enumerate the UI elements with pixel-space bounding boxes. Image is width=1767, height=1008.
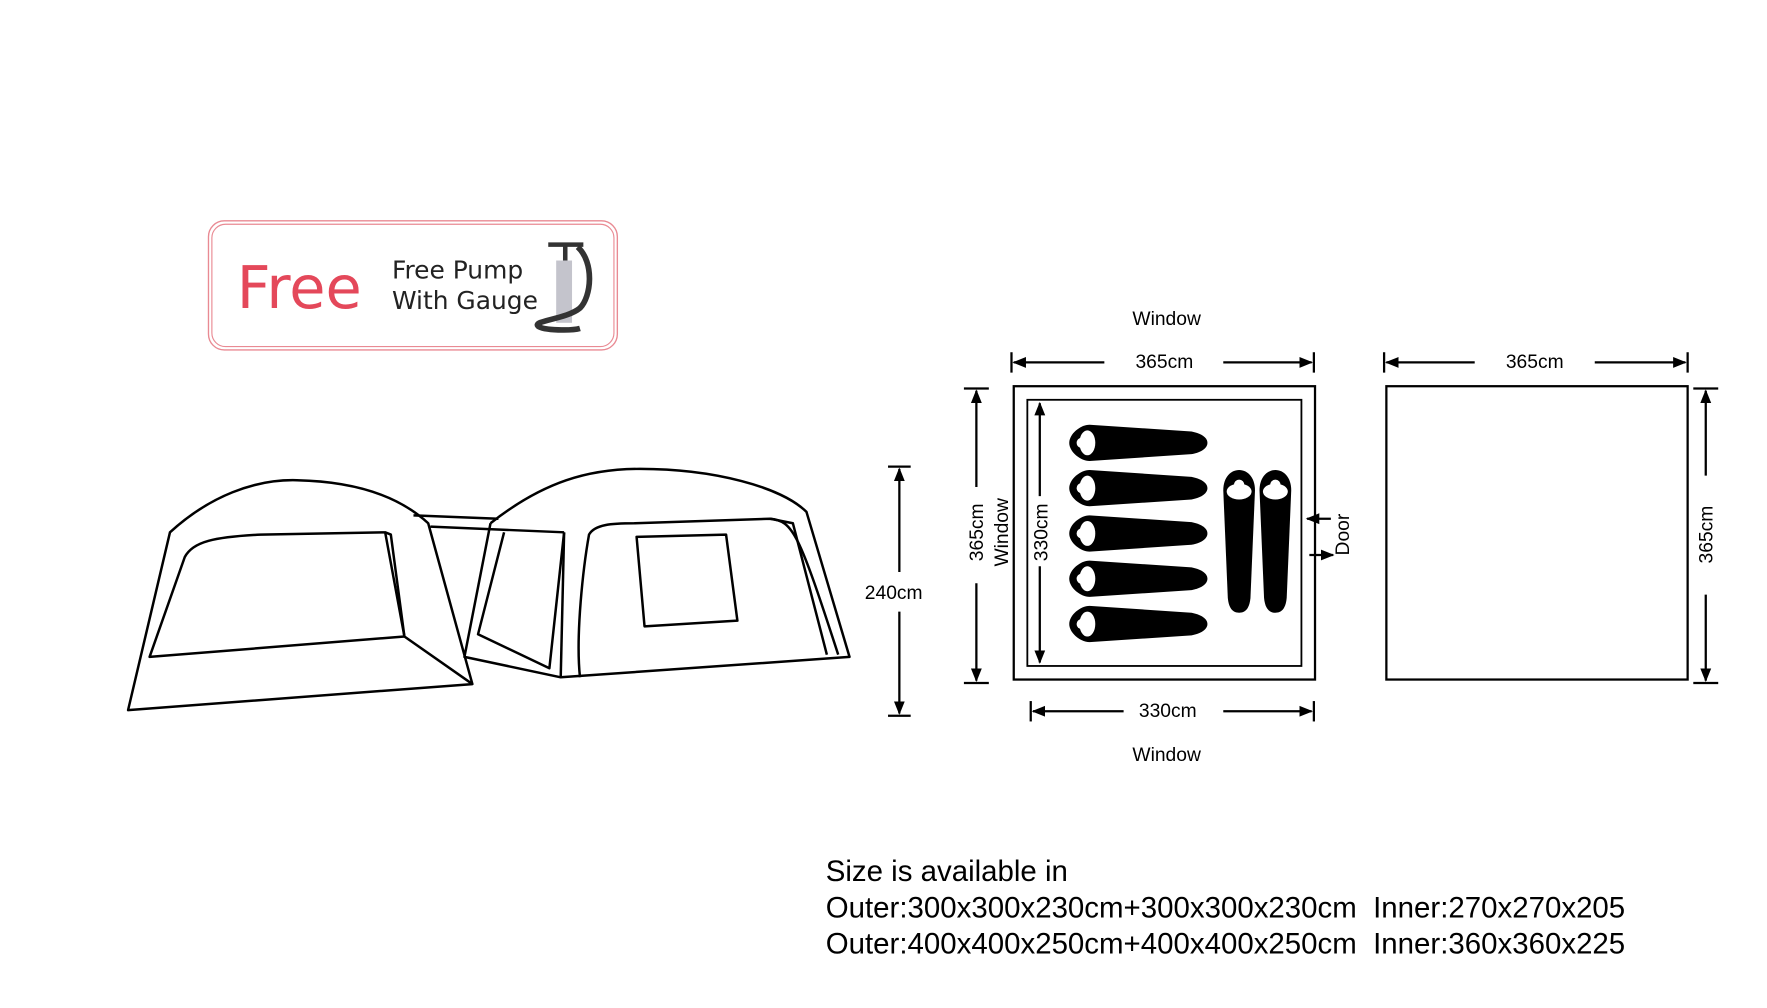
- free-badge: Free: [237, 253, 362, 322]
- outer-depth-label: 365cm: [967, 503, 988, 561]
- air-pump-icon: [534, 242, 593, 333]
- tent-illustration: [126, 467, 851, 712]
- window-bottom-label: Window: [1132, 745, 1201, 766]
- floor-plan-inner: Window 365cm 365cm Window 330cm Door 330…: [963, 309, 1354, 766]
- size-info: Size is available in Outer:300x300x230cm…: [826, 855, 1625, 960]
- second-depth-label: 365cm: [1697, 506, 1718, 564]
- sleeping-bag-icon: [1069, 560, 1208, 597]
- window-top-label: Window: [1132, 309, 1201, 330]
- outer-width-label: 365cm: [1135, 352, 1193, 373]
- door-label: Door: [1333, 513, 1354, 555]
- floor-plan-outer: 365cm 365cm: [1382, 352, 1719, 685]
- size-heading: Size is available in: [826, 855, 1068, 888]
- height-dimension: 240cm: [865, 465, 923, 717]
- window-left-label: Window: [992, 498, 1013, 567]
- sleeping-bag-icon: [1069, 424, 1208, 461]
- size-row: Outer:300x300x230cm+300x300x230cm Inner:…: [826, 891, 1625, 924]
- size-row: Outer:400x400x250cm+400x400x250cm Inner:…: [826, 928, 1625, 961]
- second-width-label: 365cm: [1506, 352, 1564, 373]
- inner-width-label: 330cm: [1139, 701, 1197, 722]
- tent-height-label: 240cm: [865, 583, 923, 604]
- sleeping-bag-icon: [1069, 515, 1208, 552]
- sleeping-bag-icon: [1223, 470, 1255, 613]
- sleeping-bag-icon: [1069, 605, 1208, 643]
- sleeping-bag-icon: [1259, 470, 1292, 613]
- inner-depth-label: 330cm: [1032, 503, 1053, 561]
- free-pump-promo: Free Free Pump With Gauge: [207, 220, 619, 351]
- promo-line-2: With Gauge: [392, 286, 538, 315]
- promo-line-1: Free Pump: [392, 256, 523, 285]
- sleeping-bag-icon: [1069, 470, 1208, 507]
